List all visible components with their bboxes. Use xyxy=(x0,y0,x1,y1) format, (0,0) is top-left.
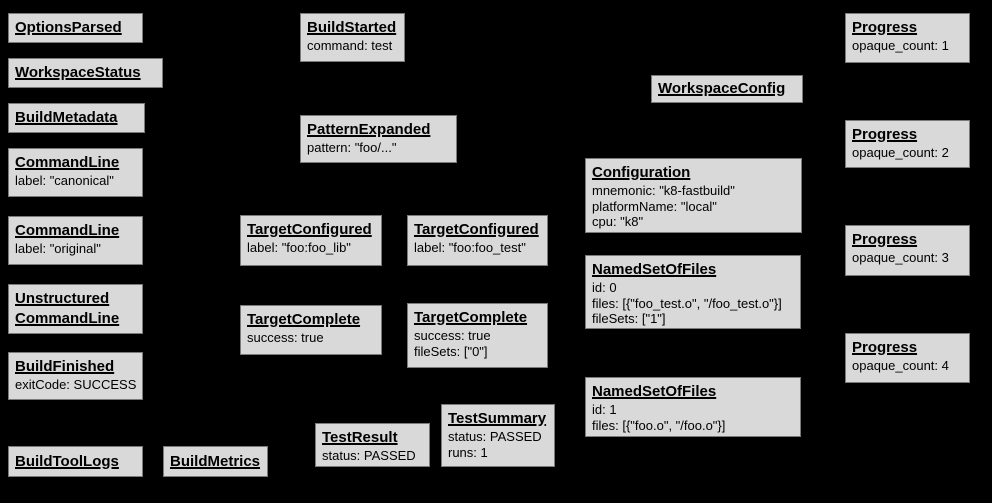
event-detail: cpu: "k8" xyxy=(592,214,644,229)
event-title: BuildFinished xyxy=(15,358,115,375)
event-detail: pattern: "foo/..." xyxy=(307,140,397,155)
event-detail: status: PASSED xyxy=(448,429,542,444)
event-detail: command: test xyxy=(307,38,393,53)
event-detail: label: "foo:foo_lib" xyxy=(247,240,351,255)
event-title: Progress xyxy=(852,339,918,356)
event-detail: label: "original" xyxy=(15,241,101,256)
event-box-named-set-of-files-0: NamedSetOfFiles id: 0 files: [{"foo_test… xyxy=(585,255,801,329)
event-title: BuildMetrics xyxy=(170,452,261,470)
event-detail: opaque_count: 4 xyxy=(852,358,949,373)
event-detail: success: true xyxy=(247,330,324,345)
event-box-target-complete-lib: TargetComplete success: true xyxy=(240,305,382,355)
event-title: TestResult xyxy=(322,429,398,446)
event-title: WorkspaceStatus xyxy=(15,64,141,81)
event-title: PatternExpanded xyxy=(307,121,431,138)
event-detail: label: "canonical" xyxy=(15,173,114,188)
event-title: TargetComplete xyxy=(247,311,361,328)
event-box-workspace-config: WorkspaceConfig xyxy=(651,75,803,103)
event-title: CommandLine xyxy=(15,310,120,327)
event-box-pattern-expanded: PatternExpanded pattern: "foo/..." xyxy=(300,115,457,163)
event-title: Progress xyxy=(852,126,918,143)
event-box-build-finished: BuildFinished exitCode: SUCCESS xyxy=(8,352,143,400)
event-detail: id: 0 xyxy=(592,280,617,295)
event-box-progress-3: Progress opaque_count: 3 xyxy=(845,225,970,276)
event-detail: runs: 1 xyxy=(448,444,488,460)
event-detail: opaque_count: 2 xyxy=(852,145,949,160)
event-title: NamedSetOfFiles xyxy=(592,383,717,400)
event-title: NamedSetOfFiles xyxy=(592,261,717,278)
event-title: Progress xyxy=(852,19,918,36)
event-box-build-metrics: BuildMetrics xyxy=(163,446,268,477)
event-detail: id: 1 xyxy=(592,402,617,417)
event-detail: fileSets: ["1"] xyxy=(592,311,666,326)
event-title: TargetConfigured xyxy=(414,221,539,238)
event-detail: status: PASSED xyxy=(322,448,416,463)
event-box-progress-1: Progress opaque_count: 1 xyxy=(845,13,970,63)
event-detail: platformName: "local" xyxy=(592,198,717,214)
event-box-unstructured-command-line: Unstructured CommandLine xyxy=(8,284,143,334)
event-title: OptionsParsed xyxy=(15,19,122,36)
event-title: Unstructured xyxy=(15,290,110,307)
event-box-target-configured-lib: TargetConfigured label: "foo:foo_lib" xyxy=(240,215,382,266)
event-title: WorkspaceConfig xyxy=(658,80,786,97)
event-title: TargetConfigured xyxy=(247,221,372,238)
event-title: CommandLine xyxy=(15,154,120,171)
event-box-command-line-canonical: CommandLine label: "canonical" xyxy=(8,148,143,197)
event-title: BuildStarted xyxy=(307,19,397,36)
event-box-build-metadata: BuildMetadata xyxy=(8,103,145,133)
event-detail: fileSets: ["0"] xyxy=(414,343,488,359)
event-title: CommandLine xyxy=(15,222,120,239)
event-title: Progress xyxy=(852,231,918,248)
event-box-named-set-of-files-1: NamedSetOfFiles id: 1 files: [{"foo.o", … xyxy=(585,377,801,437)
event-box-target-complete-test: TargetComplete success: true fileSets: [… xyxy=(407,303,548,368)
event-title: BuildToolLogs xyxy=(15,452,119,470)
event-box-progress-2: Progress opaque_count: 2 xyxy=(845,120,970,168)
event-box-target-configured-test: TargetConfigured label: "foo:foo_test" xyxy=(407,215,548,266)
event-box-options-parsed: OptionsParsed xyxy=(8,13,143,43)
event-title: Configuration xyxy=(592,164,691,181)
event-detail: mnemonic: "k8-fastbuild" xyxy=(592,183,735,198)
event-detail: label: "foo:foo_test" xyxy=(414,240,526,255)
event-detail: exitCode: SUCCESS xyxy=(15,377,137,392)
event-box-workspace-status: WorkspaceStatus xyxy=(8,58,163,88)
event-detail: opaque_count: 1 xyxy=(852,38,949,53)
event-box-build-started: BuildStarted command: test xyxy=(300,13,405,62)
event-detail: files: [{"foo_test.o", "/foo_test.o"}] xyxy=(592,295,782,311)
event-box-command-line-original: CommandLine label: "original" xyxy=(8,216,143,265)
event-title: TargetComplete xyxy=(414,309,528,326)
event-box-progress-4: Progress opaque_count: 4 xyxy=(845,333,970,383)
event-title: TestSummary xyxy=(448,410,547,427)
event-detail: opaque_count: 3 xyxy=(852,250,949,265)
event-detail: success: true xyxy=(414,328,491,343)
event-title: BuildMetadata xyxy=(15,109,118,126)
event-box-build-tool-logs: BuildToolLogs xyxy=(8,446,143,477)
event-detail: files: [{"foo.o", "/foo.o"}] xyxy=(592,417,726,433)
event-box-test-summary: TestSummary status: PASSED runs: 1 xyxy=(441,404,555,467)
event-box-test-result: TestResult status: PASSED xyxy=(315,423,430,467)
event-box-configuration: Configuration mnemonic: "k8-fastbuild" p… xyxy=(585,158,802,233)
